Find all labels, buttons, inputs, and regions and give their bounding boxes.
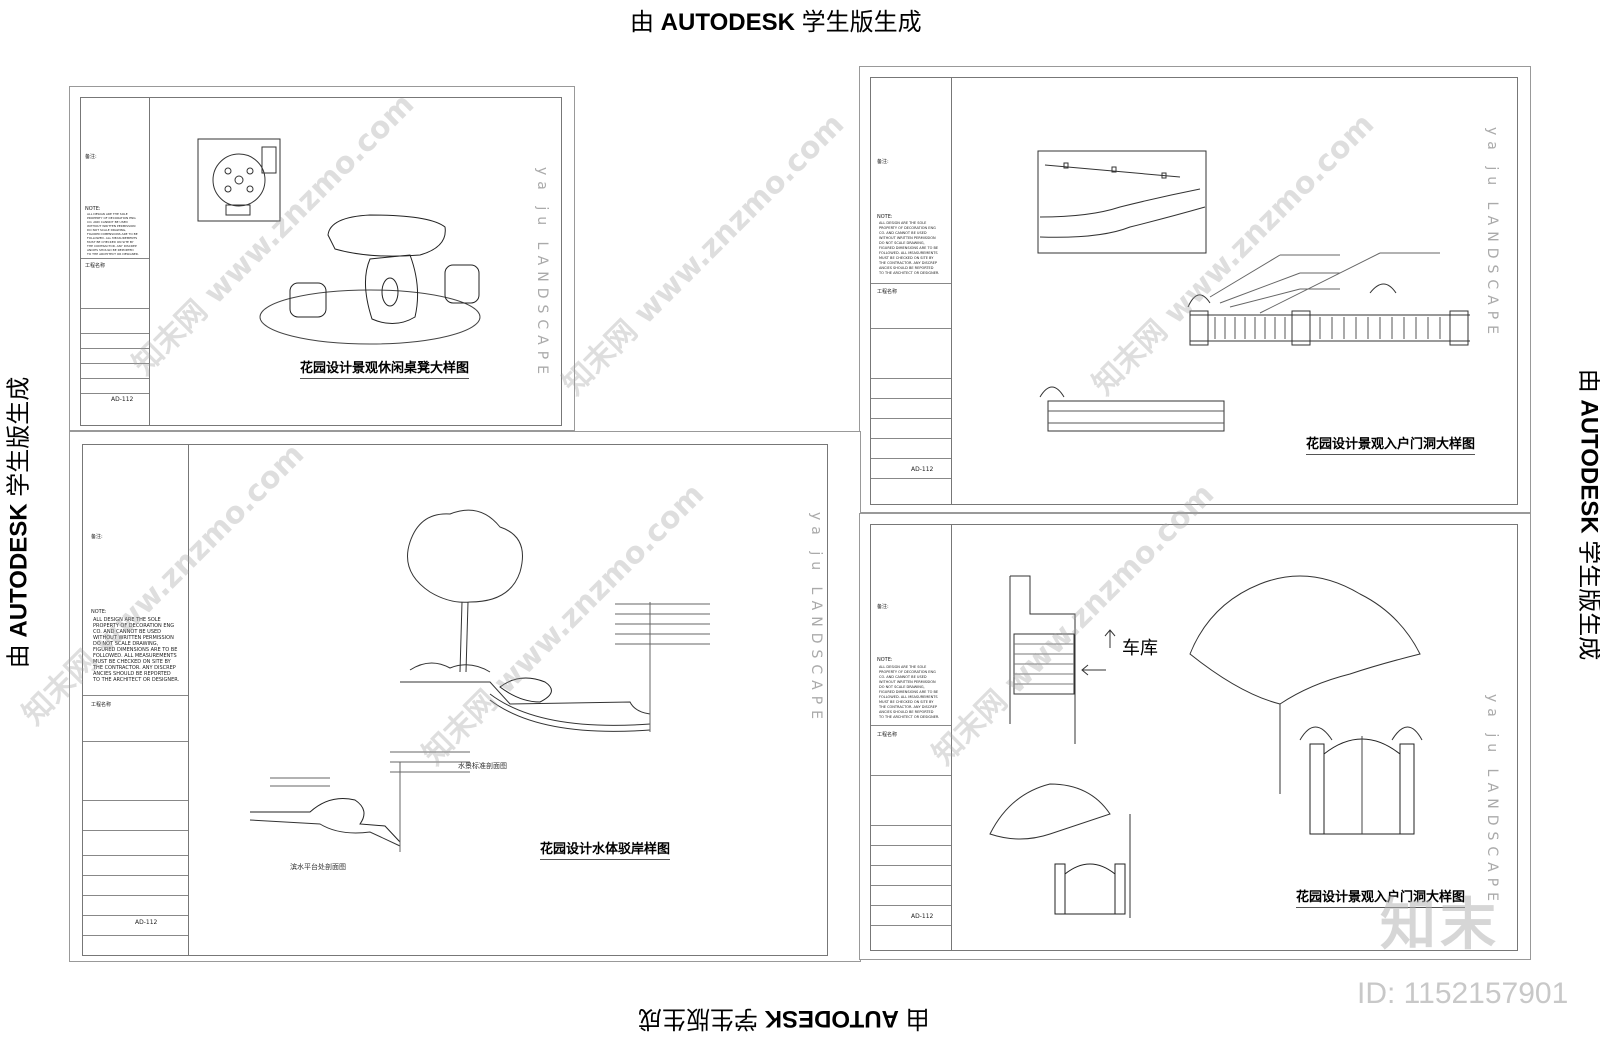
notes-heading: 备注: — [85, 154, 97, 160]
note-label: NOTE: — [91, 609, 107, 615]
drawing-number: AD-112 — [135, 919, 158, 926]
notes-heading: 备注: — [877, 159, 889, 165]
title-block: 备注: NOTE: ALL DESIGN ARE THE SOLE PROPER… — [871, 78, 952, 504]
note-label: NOTE: — [877, 214, 893, 220]
autodesk-stamp-left: 由 AUTODESK 学生版生成 — [5, 376, 33, 669]
title-block: 备注: NOTE: ALL DESIGN ARE THE SOLE PROPER… — [81, 98, 150, 425]
project-label: 工程名称 — [877, 732, 898, 738]
drawing-number: AD-112 — [911, 466, 934, 473]
site-watermark: 知末网 www.znzmo.com — [556, 106, 852, 403]
sheet-frame: 备注: NOTE: ALL DESIGN ARE THE SOLE PROPER… — [870, 524, 1518, 951]
garage-gate-drawing — [989, 575, 1423, 918]
notes-text: ALL DESIGN ARE THE SOLE PROPERTY OF DECO… — [879, 665, 940, 719]
sheet-caption: 花园设计景观休闲桌凳大样图 — [300, 357, 470, 379]
water-revetment-drawing — [249, 509, 710, 852]
title-block: 备注: NOTE: ALL DESIGN ARE THE SOLE PROPER… — [83, 445, 189, 955]
autodesk-stamp-top: 由 AUTODESK 学生版生成 — [630, 9, 922, 36]
drawing-sheet-water-revetment: 备注: NOTE: ALL DESIGN ARE THE SOLE PROPER… — [69, 431, 861, 962]
note-label: NOTE: — [85, 206, 101, 212]
sheet-frame: 备注: NOTE: ALL DESIGN ARE THE SOLE PROPER… — [82, 444, 828, 956]
sheet-caption: 花园设计水体驳岸样图 — [540, 838, 671, 860]
garage-label: 车库 — [1122, 638, 1158, 659]
brand-logo: 知末 — [1380, 893, 1500, 958]
drawing-number: AD-112 — [911, 913, 934, 920]
project-label: 工程名称 — [91, 702, 112, 708]
title-block: 备注: NOTE: ALL DESIGN ARE THE SOLE PROPER… — [871, 525, 952, 950]
sheet-frame: 备注: NOTE: ALL DESIGN ARE THE SOLE PROPER… — [870, 77, 1518, 505]
drawing-sheet-entry-gate: 备注: NOTE: ALL DESIGN ARE THE SOLE PROPER… — [859, 66, 1531, 513]
sheet-caption: 花园设计景观入户门洞大样图 — [1306, 433, 1476, 455]
drawing-sheet-garage-gate: 备注: NOTE: ALL DESIGN ARE THE SOLE PROPER… — [859, 513, 1531, 960]
project-label: 工程名称 — [85, 263, 106, 269]
notes-text: ALL DESIGN ARE THE SOLE PROPERTY OF DECO… — [879, 221, 940, 275]
notes-heading: 备注: — [877, 604, 889, 610]
project-label: 工程名称 — [877, 289, 898, 295]
drawing-number: AD-112 — [111, 396, 134, 403]
section-label-platform: 滨水平台处剖面图 — [290, 863, 346, 871]
drawing-sheet-table-stools: 备注: NOTE: ALL DESIGN ARE THE SOLE PROPER… — [69, 86, 575, 431]
sheet-caption: 花园设计景观入户门洞大样图 — [1296, 886, 1466, 908]
notes-text: ALL DESIGN ARE THE SOLE PROPERTY OF DECO… — [93, 617, 180, 683]
notes-text: ALL DESIGN ARE THE SOLE PROPERTY OF DECO… — [87, 212, 139, 256]
table-stools-drawing — [197, 138, 481, 345]
notes-heading: 备注: — [91, 534, 103, 540]
entry-gate-drawing — [1037, 150, 1470, 432]
id-label: ID: 1152157901 — [1357, 977, 1569, 1010]
section-label-water: 水景标准剖面图 — [458, 762, 507, 770]
note-label: NOTE: — [877, 657, 893, 663]
autodesk-stamp-right: 由 AUTODESK 学生版生成 — [1575, 368, 1600, 661]
sheet-frame: 备注: NOTE: ALL DESIGN ARE THE SOLE PROPER… — [80, 97, 562, 426]
